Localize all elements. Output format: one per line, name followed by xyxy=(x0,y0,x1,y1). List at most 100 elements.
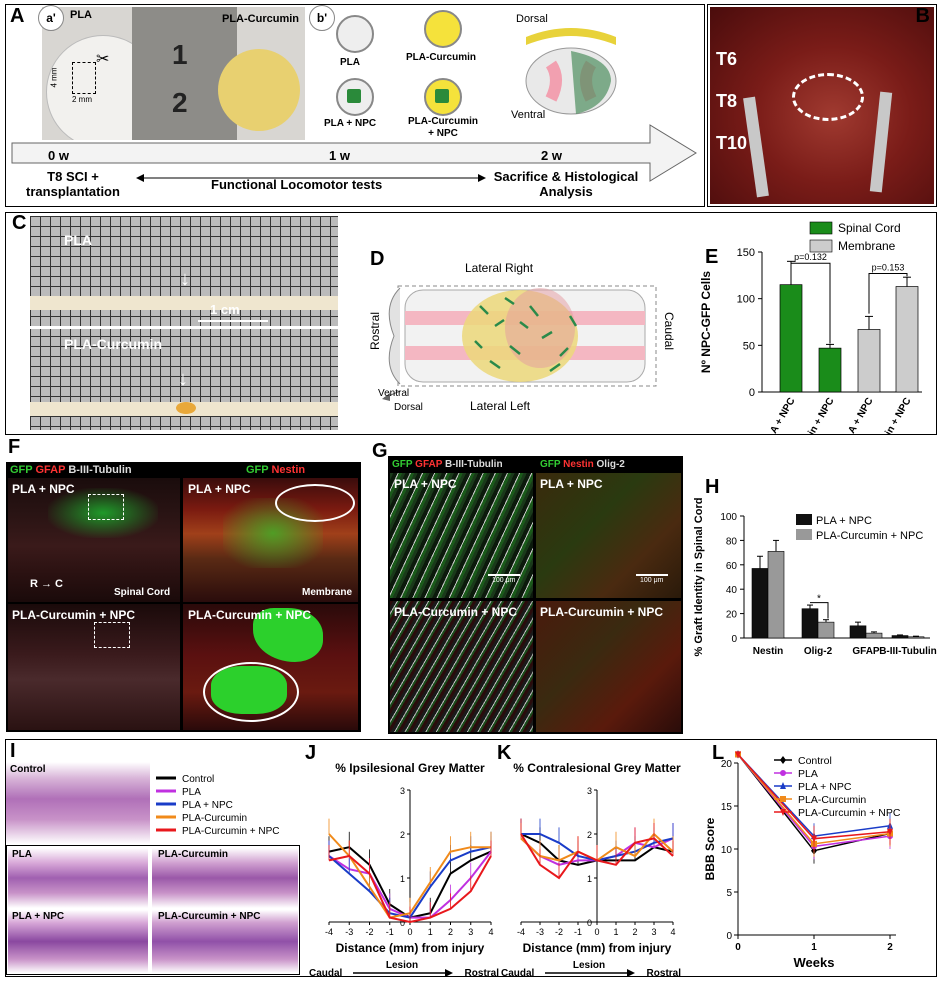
lesion-circle xyxy=(792,73,864,121)
l-xtick-label: 2 xyxy=(887,942,893,953)
g-img-tl xyxy=(390,473,533,598)
graft-schematic xyxy=(382,285,657,401)
i-legend-text: PLA-Curcumin xyxy=(182,813,247,824)
i-box xyxy=(6,845,300,975)
l-ylabel: BBB Score xyxy=(703,817,717,880)
h-xtick-label: B-III-Tubulin xyxy=(879,646,937,657)
g-h1-gfp: GFP xyxy=(392,459,413,470)
panel-g-label: G xyxy=(372,440,388,462)
c-scale-label: 1 cm xyxy=(210,302,240,317)
ruler-2: 2 xyxy=(172,87,188,118)
chartJ-ytick-label: 2 xyxy=(400,830,405,840)
g-tl-label: PLA + NPC xyxy=(394,477,457,491)
g-h2-gfp: GFP xyxy=(540,459,561,470)
f-sc-label: Spinal Cord xyxy=(114,587,171,598)
g-scalebar-2 xyxy=(636,574,668,576)
i-legend-text: PLA-Curcumin + NPC xyxy=(182,826,280,837)
f-header-left: GFP GFAP B-III-Tubulin xyxy=(10,464,132,476)
l-legend-marker xyxy=(780,796,786,802)
h-ytick-label: 40 xyxy=(726,585,738,596)
chartJ-xtick-label: 4 xyxy=(488,927,493,937)
e-ytick-label: 100 xyxy=(737,294,755,306)
h-xtick-label: Nestin xyxy=(753,646,784,657)
l-ytick-label: 5 xyxy=(726,888,732,899)
h-bar xyxy=(865,632,883,639)
i-legend-text: PLA xyxy=(182,787,201,798)
graft-plac xyxy=(176,402,196,414)
h-legend-swatch-1 xyxy=(796,514,812,525)
f-h1-tub: B-III-Tubulin xyxy=(68,464,132,476)
e-ytick-label: 150 xyxy=(737,247,755,259)
chartK-dir-arrowhead xyxy=(627,969,635,977)
e-ytick-label: 0 xyxy=(749,387,755,399)
f-ellipse-2 xyxy=(203,662,299,722)
d-left: Rostral xyxy=(368,311,383,351)
dorsal-label: Dorsal xyxy=(516,13,548,25)
e-xtick-label: PLA + NPC xyxy=(840,396,876,434)
d-ventral: Ventral xyxy=(378,388,410,399)
h-ytick-label: 0 xyxy=(731,634,737,645)
chartK-xtick-label: -1 xyxy=(574,927,582,937)
f-box-2 xyxy=(94,622,130,648)
f-tr-label: PLA + NPC xyxy=(188,482,251,496)
chartK-xtick-label: 3 xyxy=(651,927,656,937)
panel-b-label: B xyxy=(915,5,930,27)
h-bar xyxy=(907,636,925,639)
g-h2-olig: Olig-2 xyxy=(596,459,625,470)
chartK-xtick-label: 1 xyxy=(613,927,618,937)
l-legend-text: Control xyxy=(798,755,832,767)
i-plac xyxy=(152,848,298,908)
l-xlabel: Weeks xyxy=(794,955,835,970)
panel-cde xyxy=(5,212,937,435)
ruler xyxy=(132,7,237,140)
l-xtick-label: 1 xyxy=(811,942,817,953)
chart-k: % Contralesional Grey Matter0123-4-3-2-1… xyxy=(501,761,682,978)
l-legend-text: PLA-Curcumin + NPC xyxy=(798,807,901,819)
chartK-ytick-label: 2 xyxy=(587,830,592,840)
chartK-ytick-label: 0 xyxy=(587,918,592,928)
chartJ-xtick-label: -3 xyxy=(345,927,353,937)
scale-bar xyxy=(198,320,268,322)
h-ytick-label: 80 xyxy=(726,536,738,547)
f-br-label: PLA-Curcumin + NPC xyxy=(188,608,312,622)
surgery-photo xyxy=(710,7,934,204)
e-bar xyxy=(857,329,881,393)
h-legend-swatch-2 xyxy=(796,529,812,540)
chartK-xlabel: Distance (mm) from injury xyxy=(523,941,672,955)
c-top-label: PLA xyxy=(64,232,92,248)
t2-text-inner: Sacrifice & Histological Analysis xyxy=(493,169,639,199)
l-legend-marker xyxy=(780,809,786,816)
chartJ-xtick-label: -4 xyxy=(325,927,333,937)
l-legend-text: PLA + NPC xyxy=(798,781,852,793)
l-legend-text: PLA xyxy=(798,768,818,780)
plac-disk xyxy=(218,49,300,131)
panel-ijkl xyxy=(5,739,937,977)
l-ytick-label: 15 xyxy=(721,802,733,813)
h-bar xyxy=(801,608,819,639)
i-plac-npc-label: PLA-Curcumin + NPC xyxy=(158,911,261,922)
chartK-rostral: Rostral xyxy=(647,968,682,978)
d-top: Lateral Right xyxy=(465,261,534,275)
t2-week: 2 w xyxy=(541,148,562,163)
disk-label-pla-npc: PLA + NPC xyxy=(324,118,377,129)
l-legend-marker xyxy=(780,756,786,764)
disk-pla xyxy=(336,15,374,53)
panel-f-label: F xyxy=(8,436,21,458)
explant-photo xyxy=(30,216,338,430)
timeline-arrow xyxy=(11,124,697,182)
panel-b: B T6 T8 T10 xyxy=(707,4,937,207)
chartK-ytick-label: 3 xyxy=(587,786,592,796)
disk-plac xyxy=(424,10,462,48)
ruler-1: 1 xyxy=(172,39,188,70)
chartK-series-line xyxy=(520,833,674,880)
i-plac-label: PLA-Curcumin xyxy=(158,849,228,860)
disk-label-plac: PLA-Curcumin xyxy=(406,52,476,63)
h-ytick-label: 60 xyxy=(726,561,738,572)
t0-text: T8 SCI + transplantation xyxy=(18,169,128,199)
g-header-right: GFP Nestin Olig-2 xyxy=(540,459,625,470)
ventral-label: Ventral xyxy=(511,109,546,121)
d-bottom: Lateral Left xyxy=(470,399,531,413)
g-br-label: PLA-Curcumin + NPC xyxy=(540,605,664,619)
